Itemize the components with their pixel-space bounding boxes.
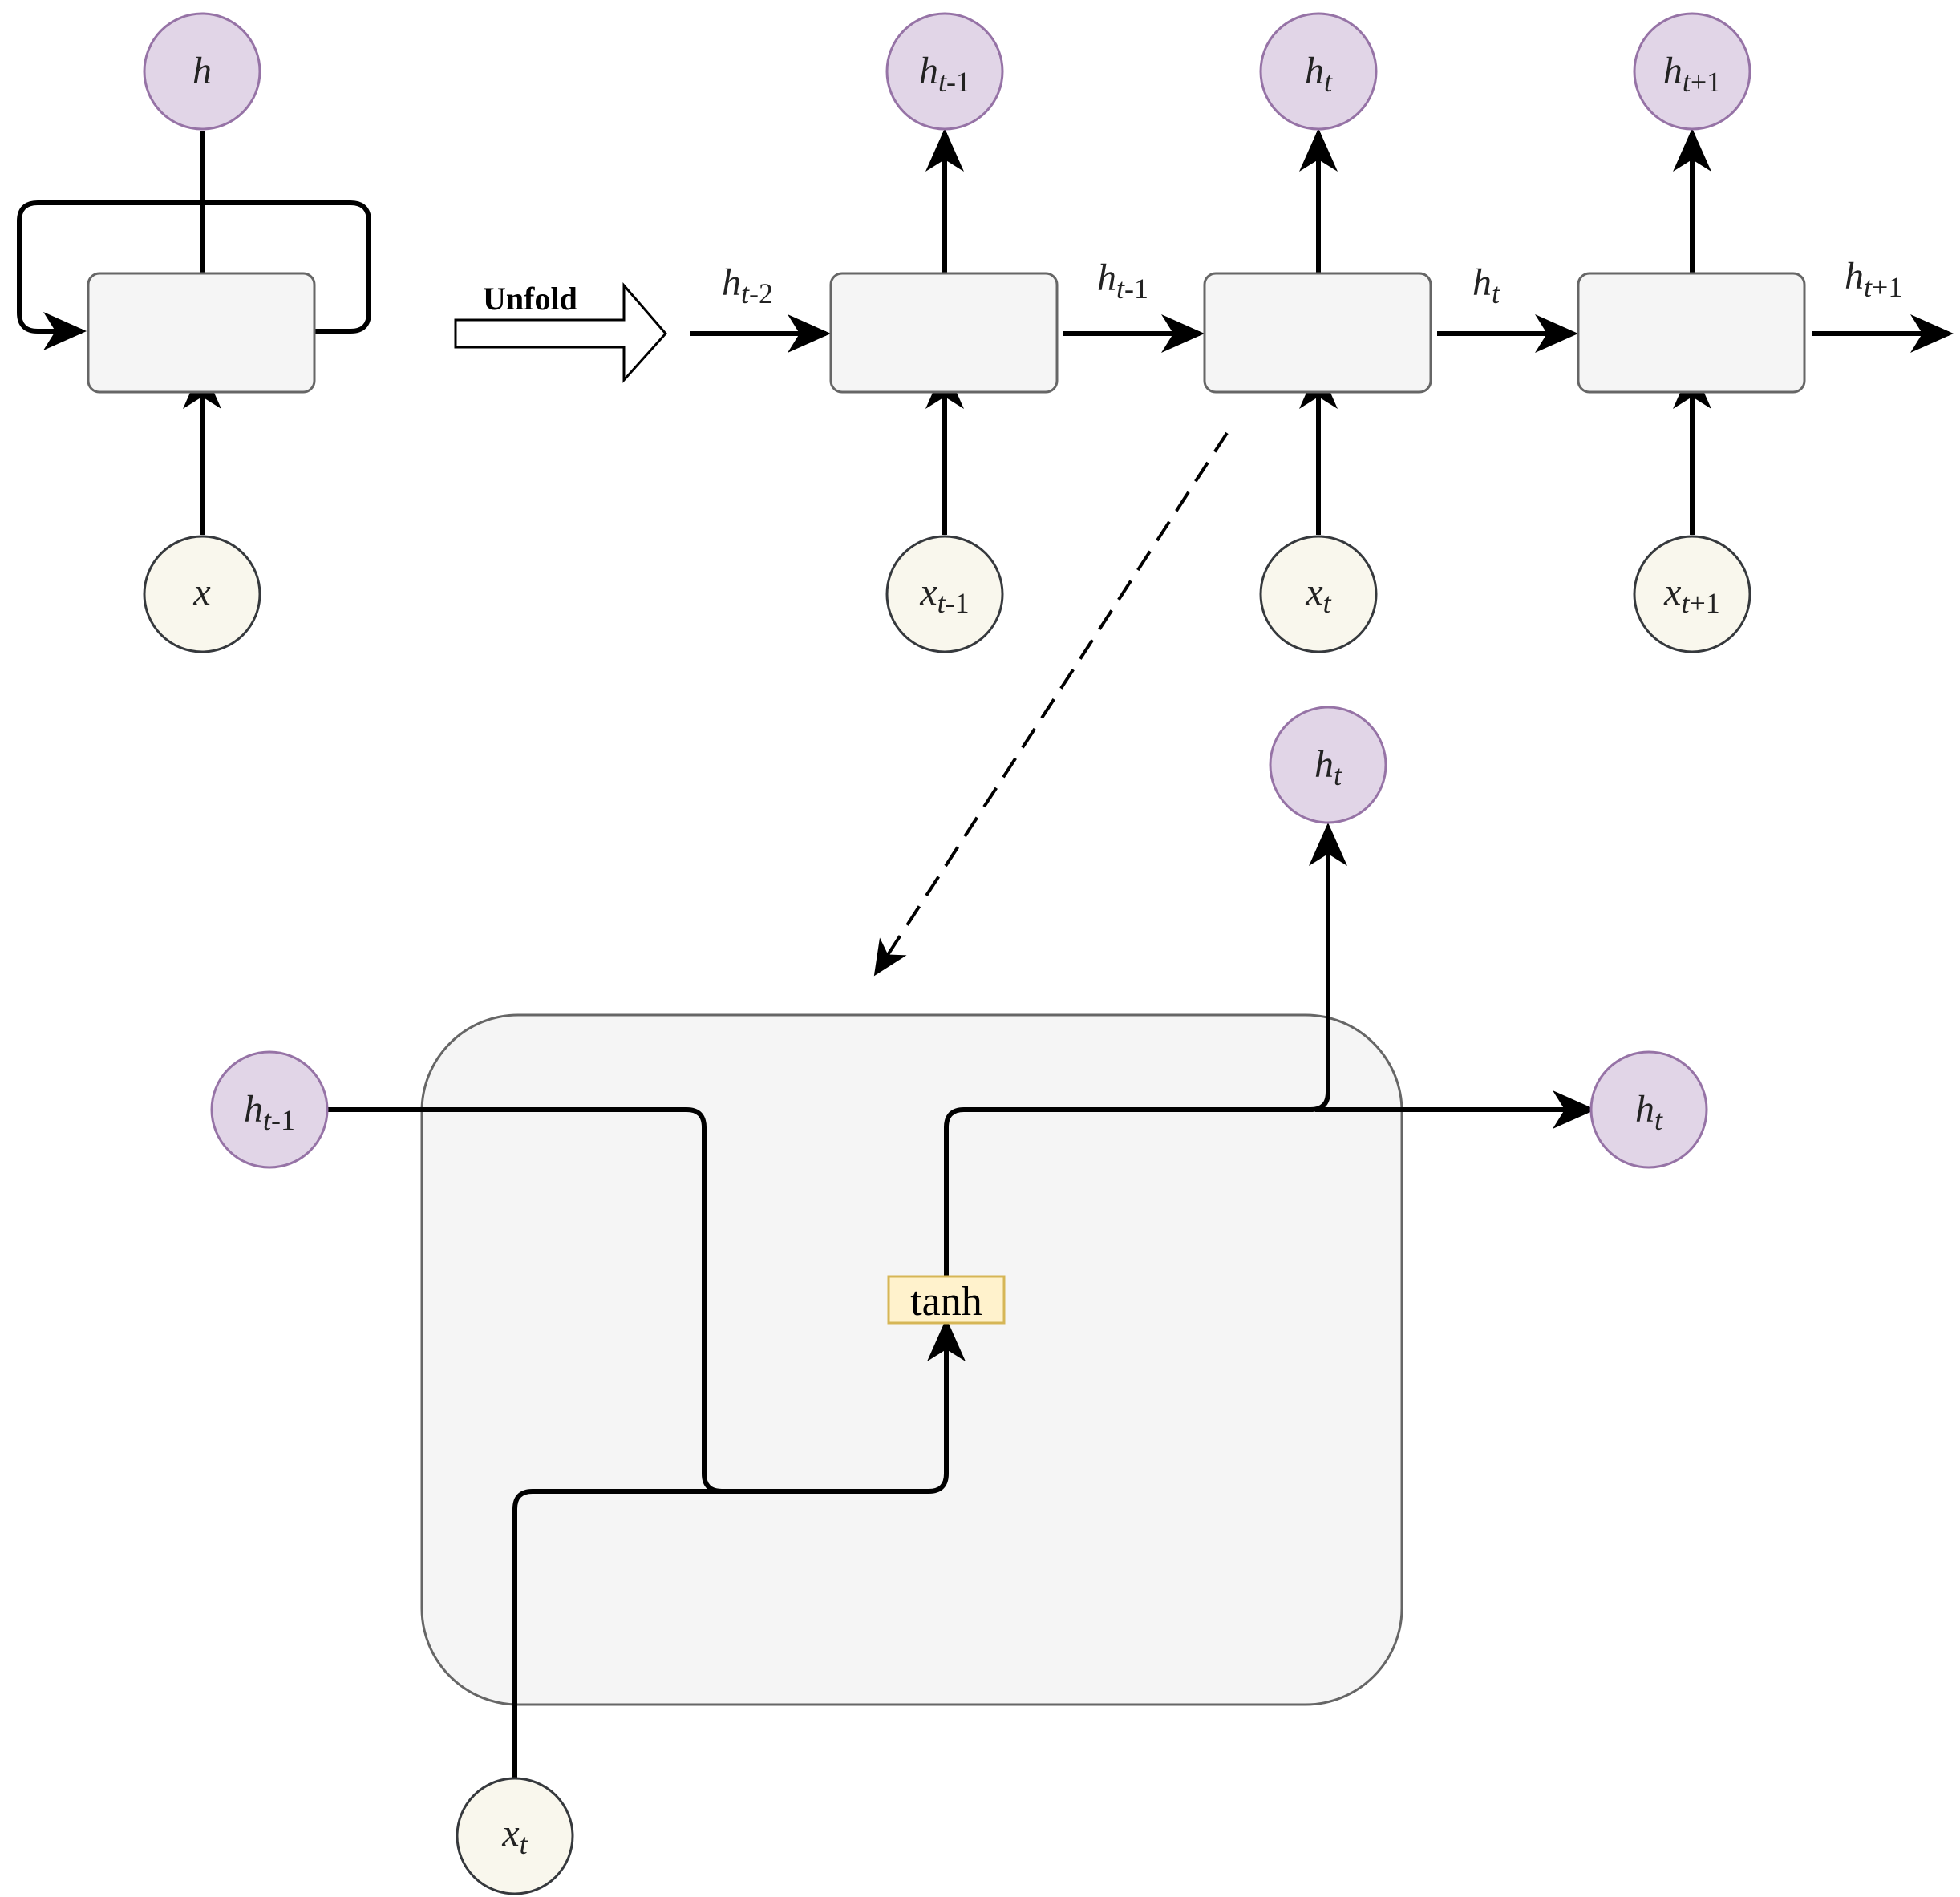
step3-output-main: h xyxy=(1663,50,1683,92)
folded-output-label: h xyxy=(192,50,212,92)
step2-output-main: h xyxy=(1305,50,1324,92)
edge-label-h-t: ht xyxy=(1472,261,1500,309)
detailed-cell-body xyxy=(420,1013,1403,1706)
step1-input-main: x xyxy=(919,571,937,613)
edge-label-h-t+1: ht+1 xyxy=(1845,255,1902,303)
edge-label-h-t-2: ht-2 xyxy=(722,261,773,309)
step1-cell xyxy=(829,272,1059,394)
detail-prev-hidden-node: ht-1 xyxy=(210,1050,329,1169)
step2-input-main: x xyxy=(1305,571,1322,613)
svg-text:ht+1: ht+1 xyxy=(1663,50,1721,98)
step3-output-tail: +1 xyxy=(1691,66,1721,98)
detail-input-edge xyxy=(512,1489,722,1780)
step2-cell xyxy=(1203,272,1432,394)
detailed-cell: tanh ht-1 ht ht xt xyxy=(210,706,1708,1895)
tanh-output-edge xyxy=(944,823,1347,1276)
step3-input-main: x xyxy=(1663,571,1681,613)
step1-output-tail: -1 xyxy=(946,66,970,98)
detail-input-node: xt xyxy=(456,1777,574,1895)
svg-text:xt: xt xyxy=(1305,571,1331,619)
svg-text:xt+1: xt+1 xyxy=(1663,571,1720,619)
folded-input-label: x xyxy=(192,571,210,613)
tanh-activation: tanh xyxy=(887,1275,1006,1325)
edge-label-h-t-1: ht-1 xyxy=(1097,257,1148,305)
step3-input-sub: t xyxy=(1681,587,1690,619)
step2-input-sub: t xyxy=(1323,587,1332,619)
step3-input-tail: +1 xyxy=(1690,587,1720,619)
step1-input-tail: -1 xyxy=(946,587,970,619)
zoom-dashed-arrow xyxy=(873,431,1229,977)
step2-output-sub: t xyxy=(1324,66,1333,98)
svg-text:ht: ht xyxy=(1314,743,1342,791)
folded-cell xyxy=(87,272,316,394)
detail-output-top-node: ht xyxy=(1269,706,1387,824)
step1-output-main: h xyxy=(919,50,938,92)
prev-hidden-edge xyxy=(327,1107,966,1494)
tanh-label: tanh xyxy=(910,1279,982,1325)
step1-input-node: xt-1 xyxy=(885,535,1004,653)
step2-input-node: xt xyxy=(1259,535,1378,653)
unrolled-rnn: ht-1 ht ht+1 xt-1 xt xyxy=(690,12,1954,653)
unfold-indicator: Unfold xyxy=(454,281,667,383)
svg-text:x: x xyxy=(192,571,210,613)
svg-text:ht-1: ht-1 xyxy=(244,1088,295,1136)
folded-output-node: h xyxy=(143,12,261,131)
step1-input-sub: t xyxy=(937,587,946,619)
step1-output-node: ht-1 xyxy=(885,12,1004,131)
step2-output-node: ht xyxy=(1259,12,1378,131)
step3-output-sub: t xyxy=(1683,66,1691,98)
step3-output-node: ht+1 xyxy=(1633,12,1751,131)
step1-output-sub: t xyxy=(938,66,947,98)
step3-cell xyxy=(1577,272,1806,394)
folded-rnn: h x xyxy=(17,12,371,653)
unfold-arrow-icon xyxy=(454,281,667,383)
step3-input-node: xt+1 xyxy=(1633,535,1751,653)
svg-text:ht: ht xyxy=(1635,1088,1663,1136)
unfold-label: Unfold xyxy=(483,281,577,317)
folded-loop-edge xyxy=(17,200,371,350)
folded-input-node: x xyxy=(143,535,261,653)
svg-text:h: h xyxy=(192,50,212,92)
svg-text:ht: ht xyxy=(1305,50,1333,98)
svg-text:xt-1: xt-1 xyxy=(919,571,969,619)
svg-text:xt: xt xyxy=(501,1812,528,1860)
detail-output-right-node: ht xyxy=(1589,1050,1708,1169)
svg-text:ht-1: ht-1 xyxy=(919,50,970,98)
